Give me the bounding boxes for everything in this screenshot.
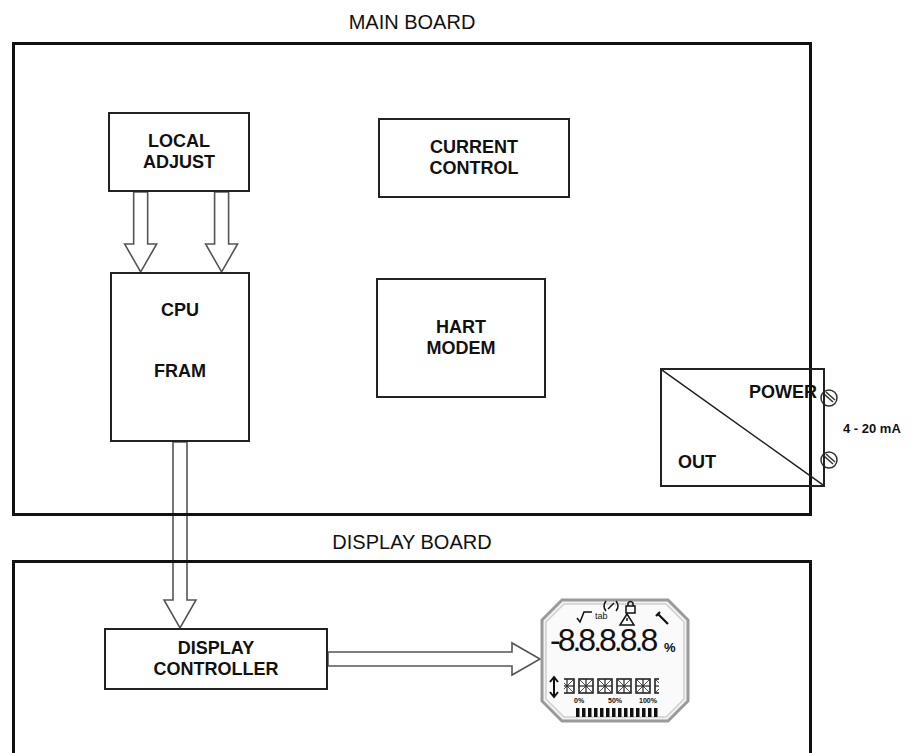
lcd-icons [550,601,668,697]
lcd-text: -8.8.8.8.8 [550,624,655,656]
screw-slot [826,392,835,400]
icon-bracket [604,601,606,611]
updown-arrow [550,677,558,697]
lcd-text: % [664,640,676,655]
lcd-display: -8.8.8.8.8% tab 0% 50% 100% [540,598,690,723]
lock-icon [626,606,635,613]
terminal-block: POWER OUT [660,368,825,487]
modem-block: HART MODEM [376,278,546,398]
board-title: DISPLAY BOARD [15,531,809,554]
signal-arrow [206,192,238,272]
sqrt-icon [577,612,592,622]
lcd-text: 50% [608,697,622,704]
function-block: LOCAL ADJUST [108,112,250,192]
lcd-text: 100% [639,697,657,704]
block-label: HART MODEM [411,317,511,359]
signal-label: 4 - 20 mA [843,421,901,436]
screw-slot [826,454,835,462]
lcd-glass [546,604,684,717]
signal-arrow [328,643,540,675]
block-label: DISPLAY CONTROLLER [146,638,286,680]
warning-mark [626,618,628,621]
signal-arrow [164,442,196,628]
board-title: MAIN BOARD [15,11,809,34]
signal-arrow [125,192,157,272]
display-controller: DISPLAY CONTROLLER [104,628,328,690]
lcd-text: tab [595,611,608,621]
block-label: FRAM [154,361,206,382]
icon-bracket [616,601,618,611]
alpha-segments [564,678,659,694]
board-panel: DISPLAY BOARDDISPLAY CONTROLLER -8.8.8.8… [12,560,812,753]
board-panel: MAIN BOARDLOCAL ADJUSTCURRENT CONTROLCPU… [12,42,812,516]
block-label: POWER [749,382,817,403]
function-block: CURRENT CONTROL [378,118,570,198]
block-label: LOCAL ADJUST [131,131,227,173]
block-label: CPU [161,300,199,321]
lcd-frame [542,600,688,721]
lcd-outline [540,598,690,723]
icon-slash [608,603,614,609]
wrench-icon [656,612,668,624]
bar-graph [576,708,658,717]
lock-shackle [628,602,633,607]
divider-line [662,370,823,485]
block-label: OUT [678,452,716,473]
lcd-text: 0% [574,697,584,704]
cpu-block: CPU FRAM [110,272,250,442]
block-label: CURRENT CONTROL [414,137,534,179]
